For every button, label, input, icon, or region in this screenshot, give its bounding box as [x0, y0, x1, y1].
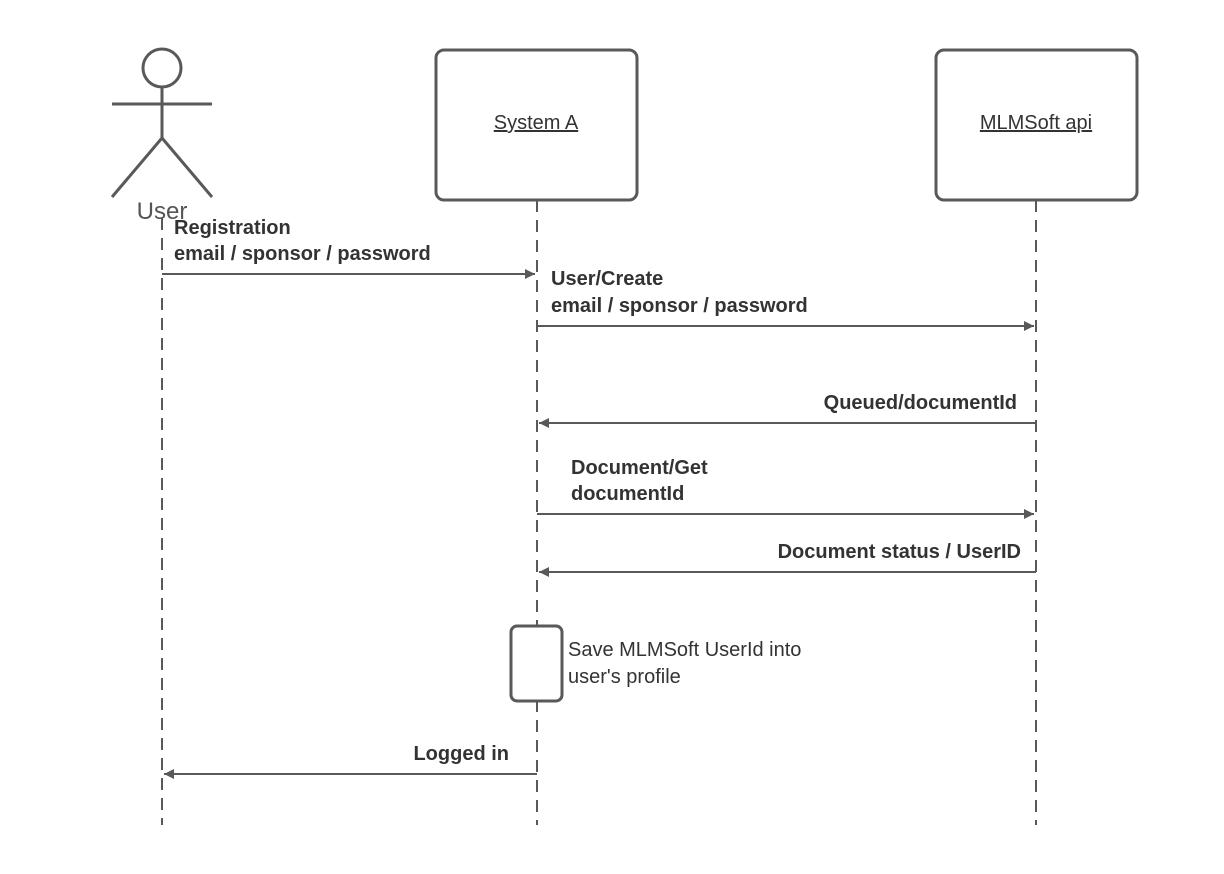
user-actor-label: User: [137, 198, 188, 225]
save-note-line2: user's profile: [568, 666, 681, 688]
participant-mlmsoft-box: [934, 48, 1139, 202]
message-document-status-label: Document status / UserID: [778, 541, 1021, 563]
message-document-get-line1: Document/Get: [571, 457, 708, 479]
message-logged-in-label: Logged in: [413, 743, 509, 765]
participant-mlmsoft-label: MLMSoft api: [980, 112, 1092, 134]
participant-system-a-box: [434, 48, 639, 202]
user-actor-icon: [110, 47, 214, 198]
message-user-create-line2: email / sponsor / password: [551, 295, 808, 317]
message-registration-line2: email / sponsor / password: [174, 243, 431, 265]
message-document-get-line2: documentId: [571, 483, 684, 505]
message-user-create-line1: User/Create: [551, 268, 663, 290]
save-note-line1: Save MLMSoft UserId into: [568, 639, 801, 661]
message-registration-line1: Registration: [174, 217, 291, 239]
activation-save-box: [509, 624, 564, 703]
participant-system-a-label: System A: [494, 112, 579, 134]
message-queued-label: Queued/documentId: [824, 392, 1017, 414]
